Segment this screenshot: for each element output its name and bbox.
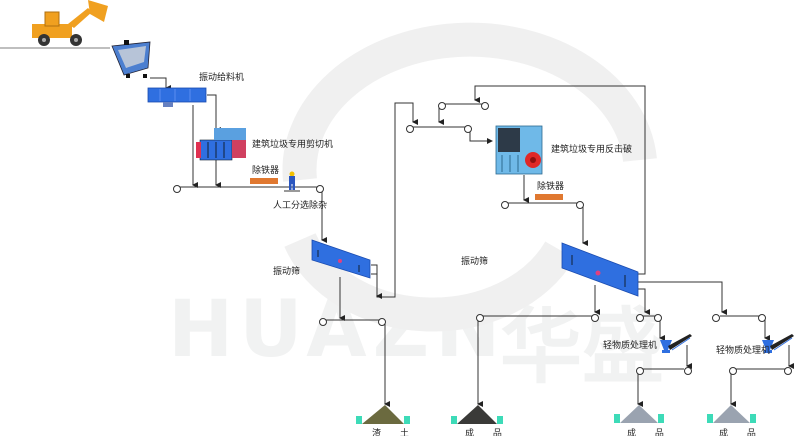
pile-gravel-1-icon xyxy=(614,405,664,423)
label-shear: 建筑垃圾专用剪切机 xyxy=(252,140,334,150)
shear-machine-icon xyxy=(196,128,246,161)
output-label-product-1: 成 品 xyxy=(465,429,510,436)
impact-crusher-icon xyxy=(495,125,543,175)
pile-soil-icon xyxy=(356,405,410,424)
iron-remover-2-icon xyxy=(535,194,563,200)
watermark-logo xyxy=(282,22,657,332)
conveyor-pulleys xyxy=(173,102,792,375)
light-material-processor-1-icon xyxy=(660,334,692,353)
label-light-material-2: 轻物质处理机 xyxy=(716,346,771,356)
label-vibrating-feeder: 振动给料机 xyxy=(199,73,245,83)
label-iron-remover-1: 除铁器 xyxy=(252,166,280,176)
output-label-product-2: 成 品 xyxy=(627,429,672,436)
label-iron-remover-2: 除铁器 xyxy=(537,182,565,192)
vibrating-feeder-icon xyxy=(147,87,207,107)
worker-icon xyxy=(284,171,300,192)
pile-dark-icon xyxy=(451,405,503,424)
output-label-product-3: 成 品 xyxy=(719,429,764,436)
label-manual-sorting: 人工分选除杂 xyxy=(273,201,328,211)
label-screen-1: 振动筛 xyxy=(273,267,301,277)
iron-remover-1-icon xyxy=(250,178,278,184)
light-material-processor-2-icon xyxy=(762,334,794,353)
label-light-material-1: 轻物质处理机 xyxy=(603,341,658,351)
pile-gravel-2-icon xyxy=(707,405,756,423)
output-label-soil: 渣 土 xyxy=(372,429,417,436)
vibrating-screen-1-icon xyxy=(311,239,371,279)
hopper-icon xyxy=(111,40,151,78)
vibrating-screen-2-icon xyxy=(561,242,639,297)
label-screen-2: 振动筛 xyxy=(461,257,489,267)
label-impact-crusher: 建筑垃圾专用反击破 xyxy=(551,145,633,155)
loader-icon xyxy=(32,0,108,46)
